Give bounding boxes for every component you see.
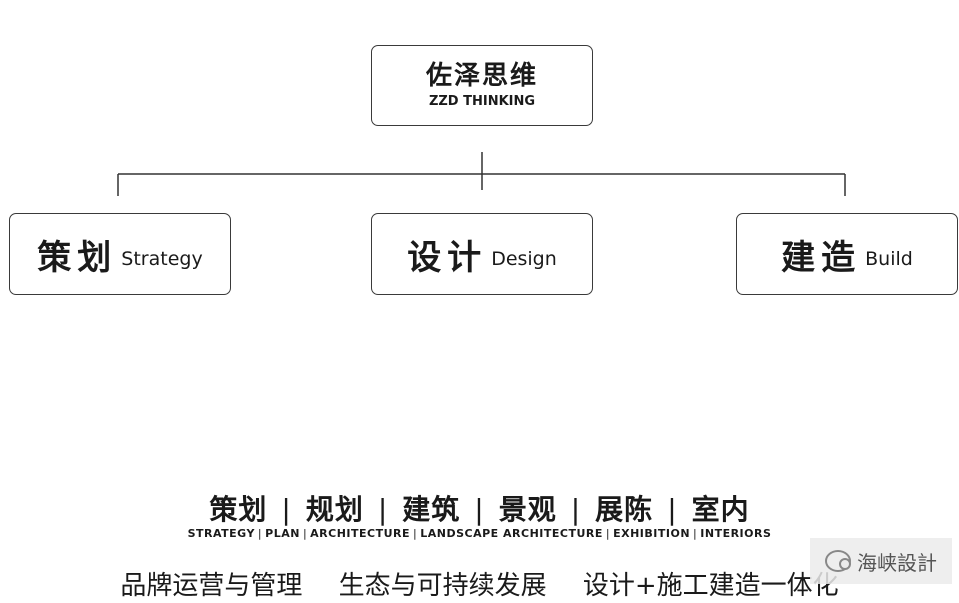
node-strategy-en: Strategy [121, 248, 203, 270]
service-en: EXHIBITION [613, 527, 691, 540]
tagline: 设计+施工建造一体化 [582, 571, 839, 601]
node-strategy: 策划 Strategy [9, 213, 231, 295]
node-build-en: Build [865, 248, 913, 270]
watermark-text: 海峡設計 [857, 550, 937, 575]
service-cn: 规划 [305, 493, 364, 526]
service-cn: 展陈 [595, 493, 654, 526]
tagline: 生态与可持续发展 [338, 571, 547, 601]
service-en: LANDSCAPE ARCHITECTURE [420, 527, 603, 540]
services-en: STRATEGY|PLAN|ARCHITECTURE|LANDSCAPE ARC… [0, 527, 959, 540]
separator: | [377, 493, 389, 526]
taglines: 品牌运营与管理 生态与可持续发展 设计+施工建造一体化 [0, 571, 959, 601]
root-title-en: ZZD THINKING [428, 93, 536, 109]
node-build-cn: 建造 [781, 237, 862, 278]
wechat-icon [825, 550, 851, 572]
service-cn: 建筑 [402, 493, 461, 526]
service-cn: 室内 [691, 493, 750, 526]
node-design: 设计 Design [371, 213, 593, 295]
separator: | [257, 527, 263, 540]
service-en: PLAN [265, 527, 300, 540]
service-en: ARCHITECTURE [310, 527, 411, 540]
separator: | [302, 527, 308, 540]
node-build: 建造 Build [736, 213, 958, 295]
separator: | [281, 493, 292, 526]
services-cn: 策划 | 规划 | 建筑 | 景观 | 展陈 | 室内 [0, 488, 959, 528]
separator: | [474, 493, 485, 526]
node-design-cn: 设计 [407, 237, 488, 278]
root-node: 佐泽思维 ZZD THINKING [371, 45, 593, 126]
separator: | [693, 527, 698, 540]
node-design-en: Design [491, 248, 557, 270]
tagline: 品牌运营与管理 [120, 571, 303, 601]
service-en: INTERIORS [700, 527, 772, 540]
separator: | [413, 527, 418, 540]
watermark: 海峡設計 [810, 538, 952, 584]
separator: | [605, 527, 611, 540]
node-strategy-cn: 策划 [37, 237, 118, 278]
root-title-cn: 佐泽思维 [425, 60, 538, 91]
separator: | [570, 493, 582, 526]
service-cn: 景观 [498, 493, 557, 526]
separator: | [667, 493, 678, 526]
service-cn: 策划 [209, 493, 268, 526]
service-en: STRATEGY [187, 527, 255, 540]
